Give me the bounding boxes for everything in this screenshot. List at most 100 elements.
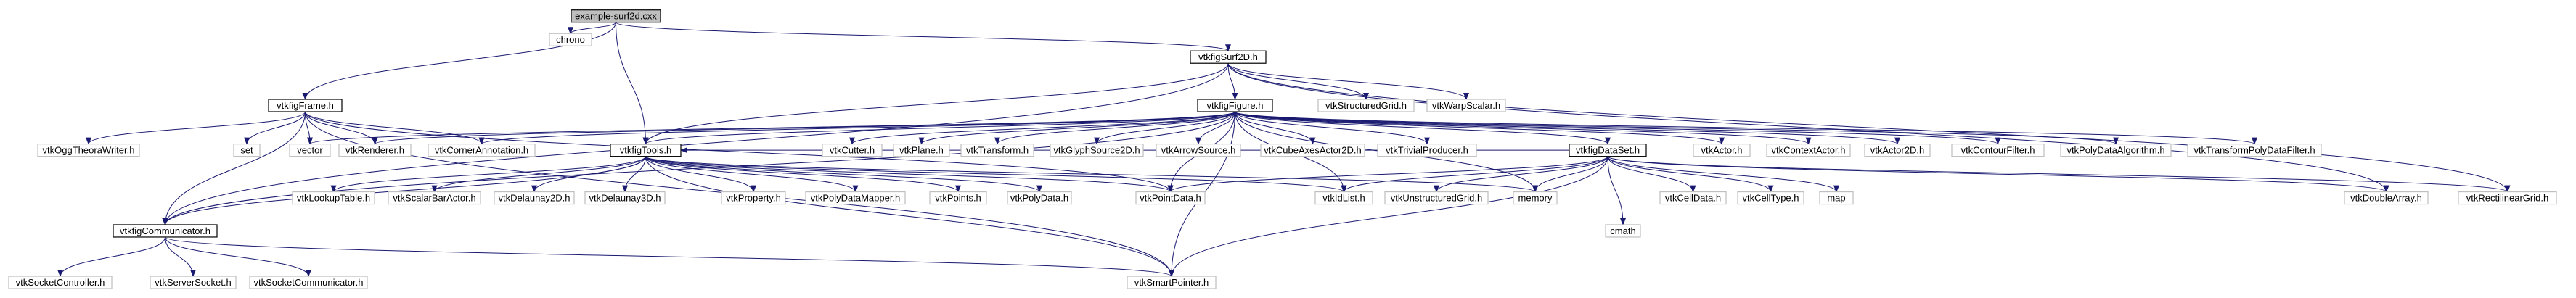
- node-idlist-box: [1314, 191, 1373, 205]
- node-celldata-label: vtkCellData.h: [1665, 193, 1721, 204]
- node-communicator[interactable]: vtkfigCommunicator.h: [113, 224, 218, 238]
- edge-dataset-to-rectgrid: [1607, 156, 2511, 193]
- edge-figure-to-contextactor: [1235, 111, 1812, 145]
- node-actor-box: [1693, 144, 1751, 157]
- node-map-label: map: [1827, 193, 1845, 204]
- node-contour-label: vtkContourFilter.h: [1961, 145, 2035, 156]
- node-actor-label: vtkActor.h: [1701, 145, 1742, 156]
- node-delaunay3d-box: [584, 191, 666, 205]
- edge-dataset-to-idlist: [1341, 156, 1608, 193]
- node-surf2d-label: vtkfigSurf2D.h: [1198, 51, 1258, 62]
- node-dataset-label: vtkfigDataSet.h: [1576, 145, 1640, 156]
- node-glyph: vtkGlyphSource2D.h: [1050, 144, 1144, 157]
- edge-surf2d-to-structgrid: [1227, 63, 1369, 100]
- node-smartptr: vtkSmartPointer.h: [1127, 276, 1217, 289]
- node-rectgrid: vtkRectilinearGrid.h: [2458, 191, 2557, 205]
- edge-figure-to-dataset: [1235, 111, 1611, 145]
- node-lookup-label: vtkLookupTable.h: [297, 193, 370, 204]
- node-transform: vtkTransform.h: [960, 144, 1034, 157]
- node-corner-box: [428, 144, 536, 157]
- node-sockcomm: vtkSocketCommunicator.h: [249, 276, 368, 289]
- node-memory: memory: [1513, 191, 1558, 205]
- edge-tools-to-smartptr: [645, 156, 1174, 278]
- edge-surf2d-to-warpscalar: [1227, 63, 1469, 100]
- node-delaunay2d: vtkDelaunay2D.h: [494, 191, 575, 205]
- node-frame-label: vtkfigFrame.h: [277, 100, 334, 111]
- node-trivial-box: [1377, 144, 1477, 157]
- node-polydata-box: [1007, 191, 1072, 205]
- node-transformpoly-label: vtkTransformPolyDataFilter.h: [2193, 145, 2315, 156]
- node-dataset[interactable]: vtkfigDataSet.h: [1569, 144, 1647, 157]
- node-cutter-label: vtkCutter.h: [830, 145, 875, 156]
- node-communicator-label: vtkfigCommunicator.h: [120, 225, 210, 236]
- node-vector-box: [289, 144, 331, 157]
- edge-tools-to-property: [645, 156, 756, 193]
- node-surf2d[interactable]: vtkfigSurf2D.h: [1190, 50, 1267, 64]
- edge-frame-to-corner: [305, 111, 485, 145]
- edge-figure-to-transform: [994, 111, 1235, 145]
- node-transformpoly-box: [2187, 144, 2322, 157]
- node-pointdata-box: [1135, 191, 1206, 205]
- node-polymapper-box: [805, 191, 906, 205]
- edge-frame-to-communicator: [162, 111, 306, 225]
- node-serversock-label: vtkServerSocket.h: [155, 277, 232, 288]
- node-map: map: [1819, 191, 1854, 205]
- node-cutter-box: [822, 144, 883, 157]
- node-set-box: [233, 144, 261, 157]
- node-chrono: chrono: [549, 33, 592, 46]
- edge-tools-to-polymapper: [645, 156, 859, 193]
- edge-dataset-to-ugrid: [1434, 156, 1608, 193]
- node-root-box: [571, 9, 661, 23]
- node-scalarbar-box: [388, 191, 481, 205]
- node-pointdata: vtkPointData.h: [1135, 191, 1206, 205]
- node-frame-box: [268, 99, 343, 112]
- node-trivial-label: vtkTrivialProducer.h: [1386, 145, 1468, 156]
- edge-dataset-to-pointdata: [1167, 156, 1608, 193]
- node-property-label: vtkProperty.h: [726, 193, 781, 204]
- node-root[interactable]: example-surf2d.cxx: [571, 9, 661, 23]
- edge-tools-to-idlist: [645, 156, 1347, 193]
- node-actor2d: vtkActor2D.h: [1864, 144, 1931, 157]
- edge-figure-to-cutter: [849, 111, 1235, 145]
- edge-figure-to-corner: [478, 111, 1235, 145]
- node-structgrid-box: [1317, 99, 1415, 112]
- edge-root-to-surf2d: [616, 22, 1231, 52]
- edge-dataset-to-cmath: [1607, 156, 1626, 225]
- node-arrow-box: [1156, 144, 1241, 157]
- node-transform-label: vtkTransform.h: [966, 145, 1029, 156]
- node-contour-box: [1951, 144, 2045, 157]
- node-celltype-box: [1737, 191, 1804, 205]
- node-transform-box: [960, 144, 1034, 157]
- node-communicator-box: [113, 224, 218, 238]
- node-contextactor: vtkContextActor.h: [1766, 144, 1851, 157]
- node-ugrid-label: vtkUnstructuredGrid.h: [1391, 193, 1482, 204]
- node-oggtheora-box: [37, 144, 140, 157]
- node-structgrid-label: vtkStructuredGrid.h: [1325, 100, 1407, 111]
- edge-frame-to-renderer: [305, 111, 378, 145]
- node-figure-label: vtkfigFigure.h: [1206, 100, 1263, 111]
- node-polymapper-label: vtkPolyDataMapper.h: [811, 193, 901, 204]
- node-figure[interactable]: vtkfigFigure.h: [1197, 99, 1273, 112]
- edge-frame-to-set: [244, 111, 306, 145]
- node-tools[interactable]: vtkfigTools.h: [610, 144, 682, 157]
- node-set: set: [233, 144, 261, 157]
- node-surf2d-box: [1190, 50, 1267, 64]
- edge-frame-to-pointdata: [305, 111, 1174, 193]
- node-smartptr-box: [1127, 276, 1217, 289]
- node-structgrid: vtkStructuredGrid.h: [1317, 99, 1415, 112]
- edge-dataset-to-doublearray: [1607, 156, 2389, 193]
- node-cubeaxes: vtkCubeAxesActor2D.h: [1260, 144, 1365, 157]
- edge-figure-to-arrow: [1195, 111, 1235, 145]
- edge-frame-to-oggtheora: [86, 111, 306, 145]
- node-sockctrl: vtkSocketController.h: [8, 276, 113, 289]
- node-frame[interactable]: vtkfigFrame.h: [268, 99, 343, 112]
- node-polyalgo: vtkPolyDataAlgorithm.h: [2060, 144, 2172, 157]
- edge-figure-to-renderer: [372, 111, 1235, 145]
- node-chrono-label: chrono: [556, 34, 585, 45]
- node-renderer-label: vtkRenderer.h: [345, 145, 404, 156]
- node-warpscalar: vtkWarpScalar.h: [1426, 99, 1506, 112]
- node-sockctrl-label: vtkSocketController.h: [16, 277, 105, 288]
- node-tools-box: [610, 144, 682, 157]
- node-sockcomm-box: [249, 276, 368, 289]
